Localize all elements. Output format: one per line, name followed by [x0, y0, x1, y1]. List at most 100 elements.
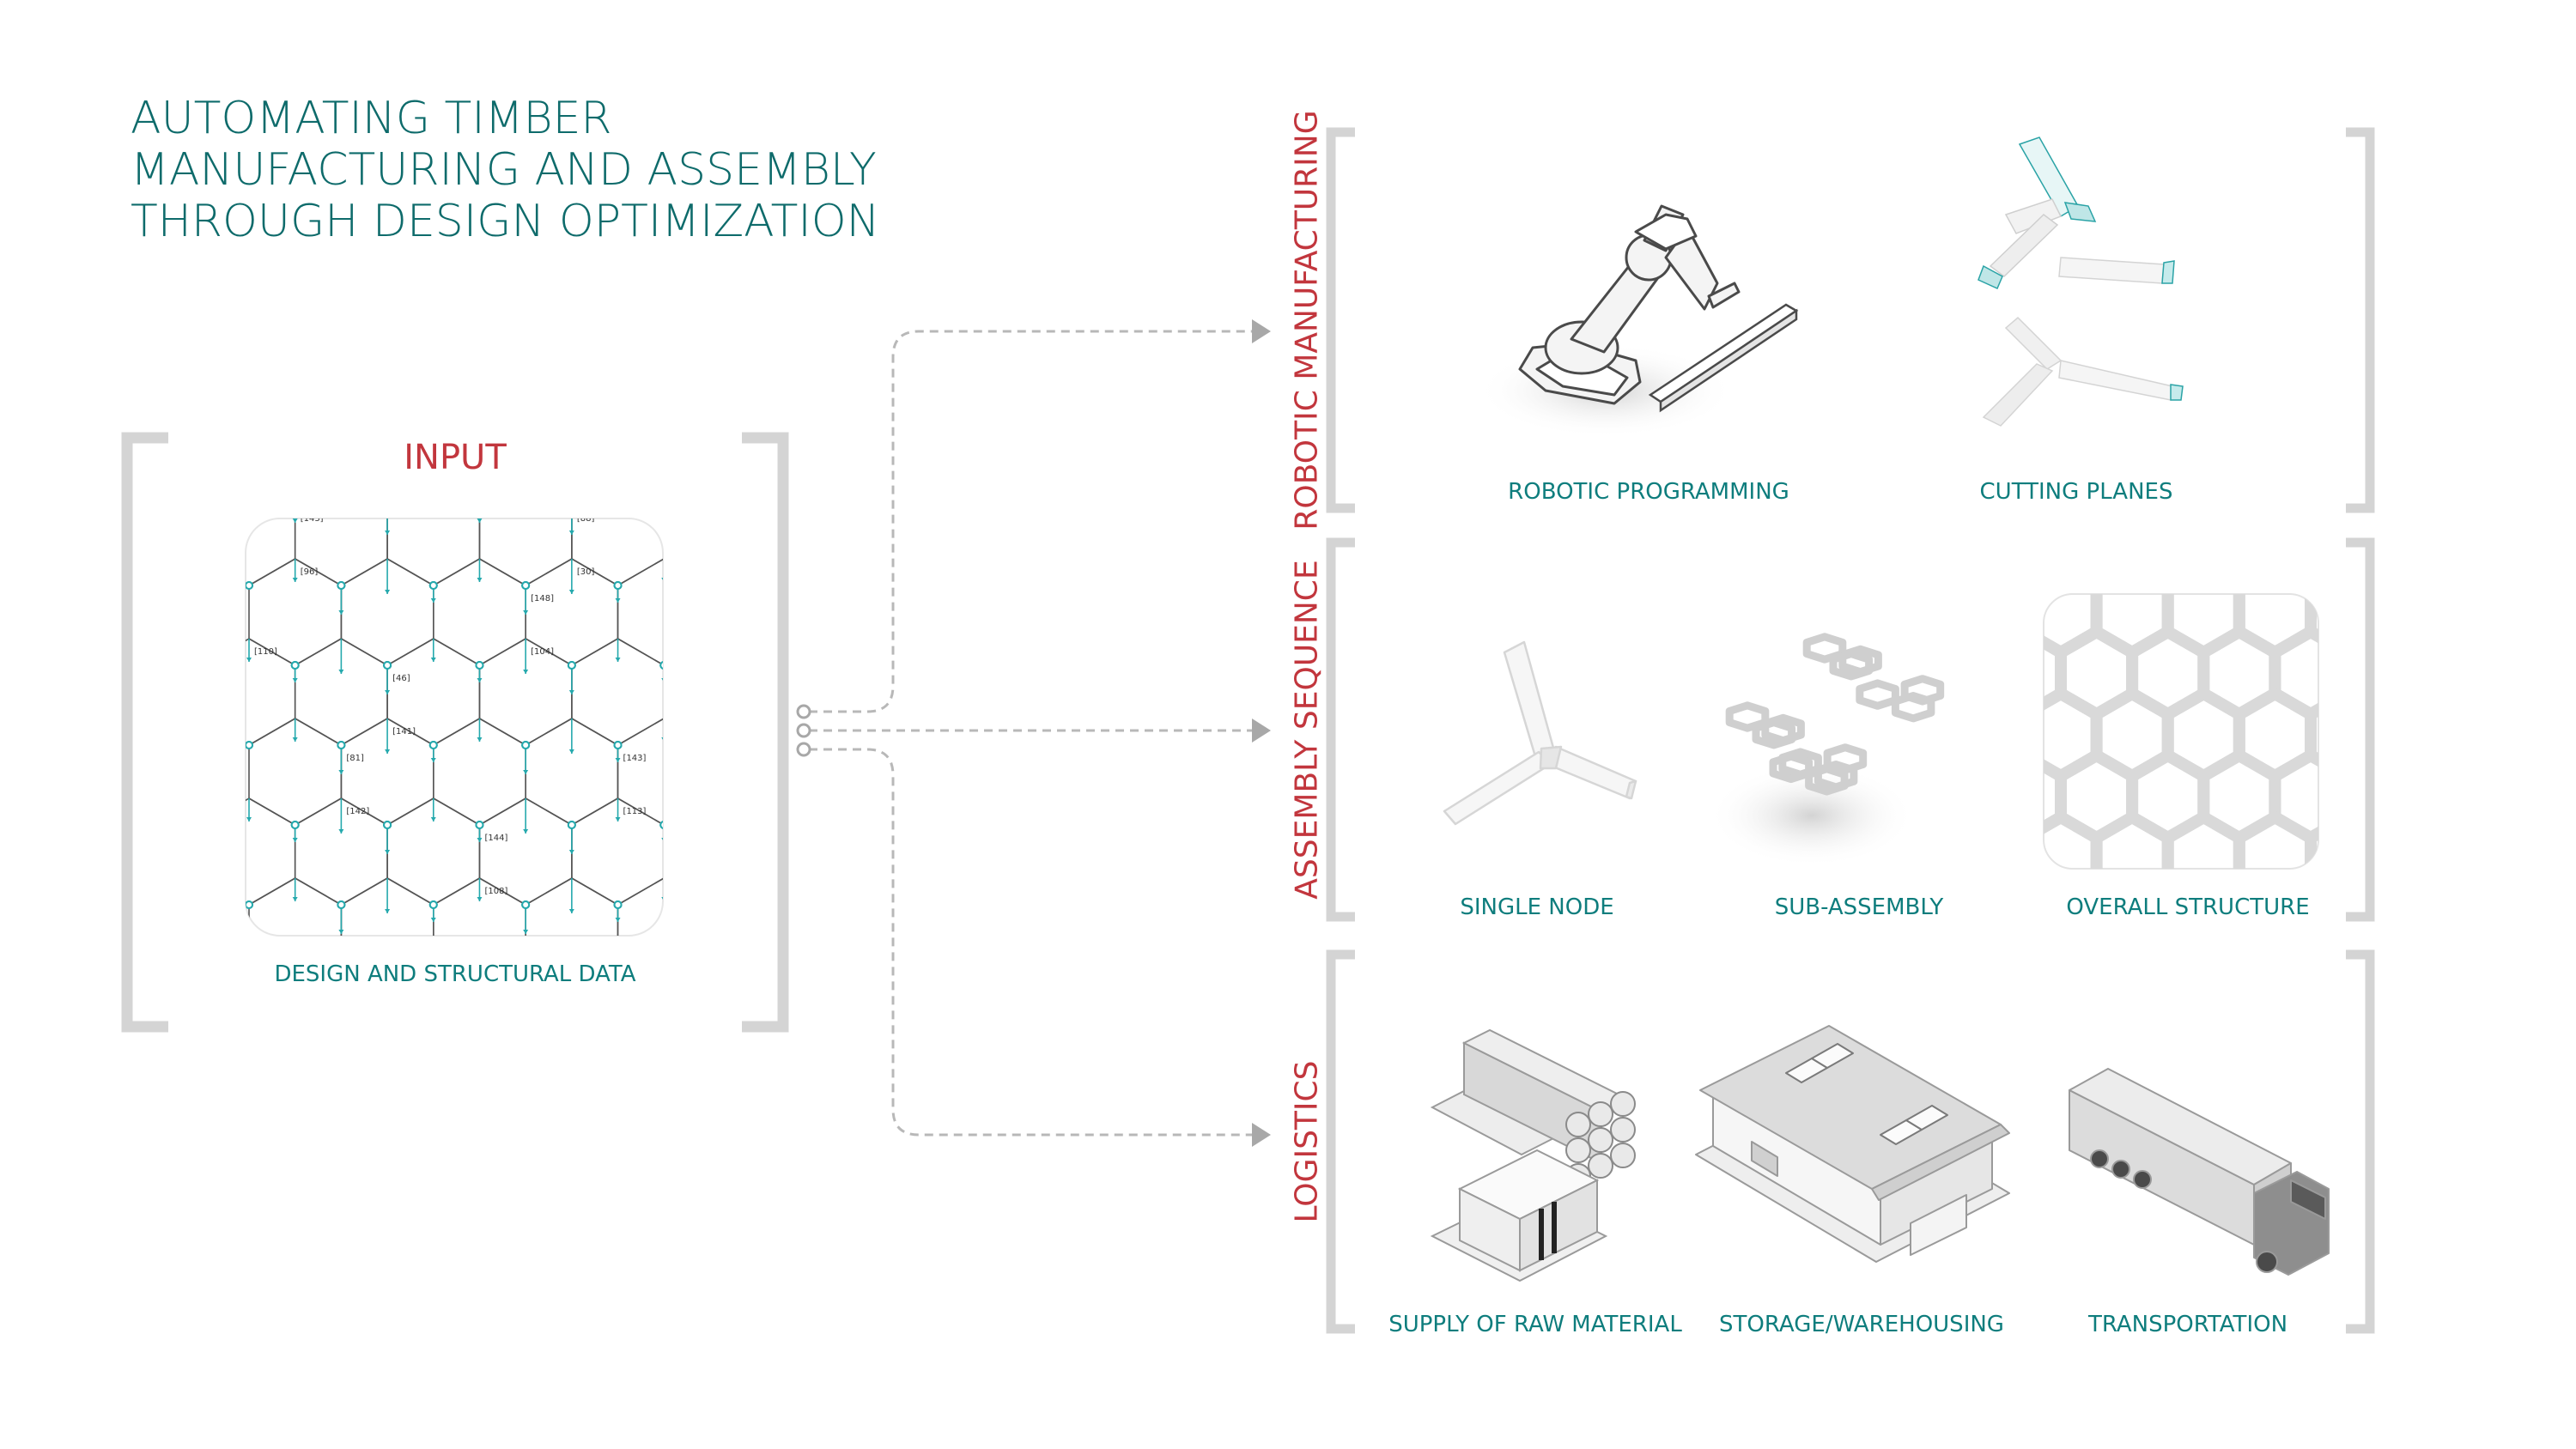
- load-arrow-icon: [846, 997, 851, 1002]
- load-arrow-icon: [523, 670, 529, 674]
- node-tag: [115]: [807, 647, 830, 657]
- mesh-node: [246, 741, 253, 749]
- structure-cell: [2203, 879, 2275, 961]
- mesh-node: [613, 900, 623, 909]
- arrow-head-icon: [1252, 319, 1271, 343]
- mesh-node: [615, 1061, 622, 1068]
- mesh-node: [799, 582, 805, 589]
- load-arrow-icon: [615, 658, 621, 662]
- mesh-node: [384, 502, 391, 509]
- node-tag: [141]: [392, 727, 416, 737]
- load-arrow-icon: [431, 1137, 436, 1141]
- load-arrow-icon: [477, 678, 483, 682]
- mesh-node: [753, 502, 760, 509]
- load-arrow-icon: [385, 530, 391, 535]
- load-arrow-icon: [754, 1069, 759, 1073]
- load-arrow-icon: [523, 1149, 528, 1153]
- mesh-node: [799, 901, 805, 908]
- bracket-assembly-left: [1326, 537, 1355, 922]
- load-arrow-icon: [799, 598, 805, 603]
- load-arrow-icon: [846, 678, 851, 682]
- mesh-node: [246, 900, 253, 909]
- single-node-illustration: [1443, 640, 1637, 826]
- mesh-node: [568, 1141, 575, 1148]
- load-arrow-icon: [661, 578, 663, 582]
- mesh-edge: [664, 958, 756, 1064]
- mesh-node: [707, 582, 714, 589]
- structure-cell: [2233, 811, 2317, 869]
- sub-assembly-cell: [1805, 765, 1849, 796]
- mesh-node: [199, 822, 206, 828]
- mesh-node: [476, 502, 483, 509]
- caption-storage-warehousing: STORAGE/WAREHOUSING: [1719, 1312, 2004, 1337]
- bracket-logistics-right: [2346, 949, 2375, 1334]
- load-arrow-icon: [338, 930, 344, 934]
- sub-assembly-cell: [1761, 713, 1805, 745]
- load-arrow-icon: [615, 817, 621, 822]
- mesh-node: [707, 1061, 714, 1068]
- structure-cell: [2347, 755, 2418, 838]
- mesh-node: [799, 1061, 805, 1068]
- structure-cell: [2061, 879, 2132, 961]
- sub-assembly-cell: [1856, 679, 1899, 710]
- load-arrow-icon: [799, 817, 805, 822]
- structure-cell: [1990, 879, 2061, 961]
- mesh-node: [660, 502, 667, 509]
- mesh-node: [660, 981, 667, 988]
- mesh-graph: [143][96][88][30][28][110][148][104][60]…: [199, 479, 852, 1153]
- load-arrow-icon: [430, 817, 436, 822]
- mesh-node: [659, 661, 663, 670]
- load-arrow-icon: [846, 838, 851, 842]
- mesh-node: [522, 1061, 529, 1068]
- load-arrow-icon: [523, 829, 529, 834]
- mesh-edge: [664, 798, 756, 905]
- mesh-node: [660, 981, 667, 988]
- mesh-node: [383, 821, 392, 829]
- mesh-node: [799, 582, 805, 589]
- mesh-node: [199, 502, 206, 509]
- node-tag: [118]: [669, 674, 692, 683]
- structure-cell: [2044, 811, 2103, 869]
- load-arrow-icon: [568, 909, 574, 913]
- mesh-node: [845, 822, 852, 828]
- mesh-edge: [664, 479, 756, 585]
- arrow-head-icon: [1252, 1123, 1271, 1147]
- bracket-robotic-right: [2346, 127, 2375, 513]
- load-arrow-icon: [385, 749, 391, 754]
- load-arrow-icon: [708, 1149, 713, 1153]
- bracket-assembly-right: [2346, 537, 2375, 922]
- structure-cell: [2347, 508, 2418, 591]
- mesh-node: [292, 502, 299, 509]
- load-arrow-icon: [523, 989, 528, 993]
- mesh-node: [753, 662, 760, 669]
- port-2: [796, 723, 811, 738]
- caption-supply-of-raw-material: SUPPLY OF RAW MATERIAL: [1388, 1312, 1682, 1337]
- mesh-node: [383, 661, 392, 670]
- mesh-edge: [249, 1038, 341, 1144]
- load-arrow-icon: [200, 749, 205, 754]
- mesh-node: [476, 1141, 483, 1148]
- load-arrow-icon: [477, 997, 482, 1002]
- caption-robotic-programming: ROBOTIC PROGRAMMING: [1508, 479, 1789, 505]
- mesh-node: [845, 822, 852, 828]
- connector-logistics: [809, 748, 1254, 1137]
- port-1: [796, 704, 811, 719]
- node-tag: [96]: [301, 567, 319, 577]
- mesh-node: [430, 1061, 437, 1068]
- load-arrow-icon: [523, 610, 529, 615]
- mesh-node: [659, 821, 663, 829]
- load-arrow-icon: [568, 749, 574, 754]
- node-tag: [149]: [208, 887, 231, 896]
- load-arrow-icon: [246, 1137, 252, 1141]
- load-arrow-icon: [292, 518, 298, 523]
- load-arrow-icon: [523, 770, 529, 774]
- load-arrow-icon: [246, 977, 252, 981]
- caption-sub-assembly: SUB-ASSEMBLY: [1774, 894, 1944, 920]
- mesh-edge: [618, 1038, 710, 1144]
- load-arrow-icon: [385, 590, 391, 594]
- mesh-node: [290, 661, 300, 670]
- mesh-node: [521, 581, 531, 590]
- mesh-node: [753, 822, 760, 828]
- mesh-edge: [341, 1038, 433, 1144]
